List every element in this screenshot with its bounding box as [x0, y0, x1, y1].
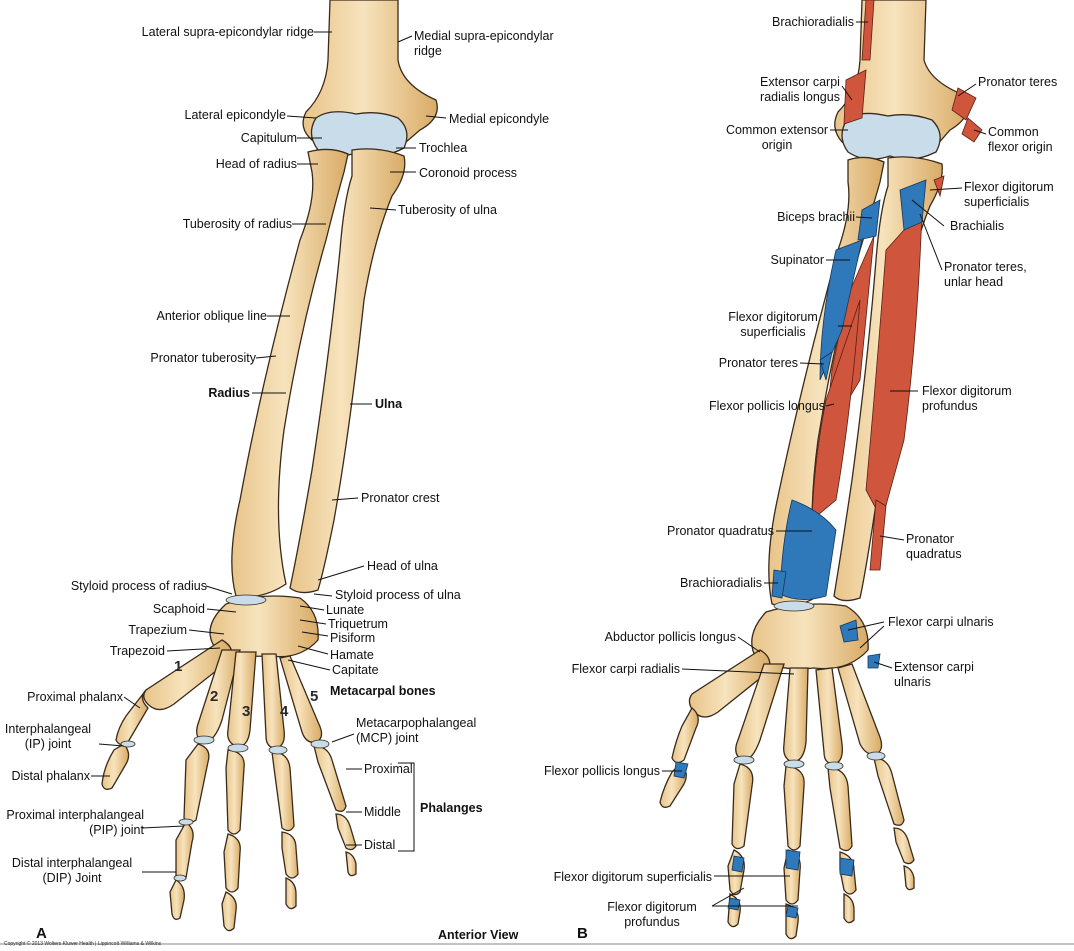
label-scaphoid: Scaphoid	[152, 602, 205, 616]
label-lunate: Lunate	[326, 603, 365, 617]
label-ulna: Ulna	[375, 397, 403, 411]
fcu-insertion	[839, 619, 859, 643]
label-brachioradialis-top: Brachioradialis	[772, 15, 854, 29]
common-flexor-origin	[961, 117, 983, 143]
digit-number-1: 1	[174, 658, 183, 675]
label-pronator-teres-top: Pronator teres	[978, 75, 1058, 89]
label-tuberosity-of-radius: Tuberosity of radius	[182, 217, 292, 231]
label-phalanges: Phalanges	[420, 801, 483, 815]
label-flexor-carpi-ulnaris: Flexor carpi ulnaris	[888, 615, 994, 629]
label-flexor-pollicis-longus-hand: Flexor pollicis longus	[543, 764, 660, 778]
label-abductor-pollicis-longus: Abductor pollicis longus	[604, 630, 736, 644]
label-interphalangeal-ip-joint: Interphalangeal (IP) joint	[4, 722, 92, 751]
fdp-origin	[865, 208, 923, 522]
label-biceps-brachii: Biceps brachii	[777, 210, 855, 224]
label-radius: Radius	[208, 386, 250, 400]
label-brachioradialis-low: Brachioradialis	[680, 576, 762, 590]
digit-number-4: 4	[280, 703, 289, 720]
pronator-quadratus-insertion	[779, 499, 837, 600]
label-trapezium: Trapezium	[128, 623, 187, 637]
label-trapezoid: Trapezoid	[109, 644, 165, 658]
label-dip-joint: Distal interphalangeal (DIP) Joint	[11, 856, 133, 885]
label-extensor-carpi-ulnaris: Extensor carpi ulnaris	[894, 660, 974, 689]
little-finger-b	[837, 663, 883, 755]
label-proximal-phalanx: Proximal phalanx	[27, 690, 123, 704]
brachialis-insertion	[899, 179, 927, 231]
digit-number-2: 2	[210, 688, 219, 705]
label-flexor-digitorum-superficialis-mid: Flexor digitorum superficialis	[728, 310, 818, 339]
label-distal-phalanx: Distal phalanx	[11, 769, 90, 783]
label-pronator-crest: Pronator crest	[361, 491, 440, 505]
leader-lines	[91, 21, 987, 907]
label-pisiform: Pisiform	[330, 631, 376, 645]
pq-ulna-origin	[869, 499, 887, 571]
label-flexor-digitorum-superficialis-hand: Flexor digitorum superficialis	[553, 870, 712, 884]
label-head-of-ulna: Head of ulna	[367, 559, 438, 573]
label-supinator: Supinator	[770, 253, 824, 267]
panel-a-bones	[101, 0, 438, 932]
label-coronoid-process: Coronoid process	[419, 166, 517, 180]
label-flexor-digitorum-profundus: Flexor digitorum profundus	[922, 384, 1012, 413]
label-middle: Middle	[364, 805, 401, 819]
label-head-of-radius: Head of radius	[215, 157, 297, 171]
label-metacarpophalangeal-mcp-joint: Metacarpophalangeal (MCP) joint	[356, 716, 477, 745]
label-pronator-teres-ulnar-head: Pronator teres, unlar head	[944, 260, 1027, 289]
panel-letter-a: A	[36, 925, 47, 942]
label-medial-supra-epicondylar-ridge: Medial supra-epicondylar ridge	[414, 29, 554, 58]
digit-number-3: 3	[242, 703, 251, 720]
label-styloid-process-of-radius: Styloid process of radius	[70, 579, 207, 593]
label-pip-joint: Proximal interphalangeal (PIP) joint	[6, 808, 144, 837]
label-extensor-carpi-radialis-longus: Extensor carpi radialis longus	[760, 75, 840, 104]
label-flexor-carpi-radialis: Flexor carpi radialis	[571, 662, 680, 676]
label-capitulum: Capitulum	[240, 131, 297, 145]
label-lateral-supra-epicondylar-ridge: Lateral supra-epicondylar ridge	[141, 25, 314, 39]
label-lateral-epicondyle: Lateral epicondyle	[184, 108, 286, 122]
label-flexor-pollicis-longus: Flexor pollicis longus	[708, 399, 825, 413]
label-tuberosity-of-ulna: Tuberosity of ulna	[398, 203, 497, 217]
label-proximal: Proximal	[364, 762, 413, 776]
brachioradialis-origin	[861, 0, 875, 61]
label-styloid-process-of-ulna: Styloid process of ulna	[335, 588, 461, 602]
label-capitate: Capitate	[332, 663, 379, 677]
middle-finger-b	[783, 667, 809, 763]
thumb-b	[688, 649, 771, 718]
fpl-origin	[811, 299, 861, 521]
panel-letter-b: B	[577, 925, 588, 942]
pronator-teres-insertion	[819, 351, 833, 381]
label-metacarpal-bones: Metacarpal bones	[330, 684, 436, 698]
carpals-a	[209, 595, 319, 658]
ring-finger-b	[815, 667, 843, 765]
caption-anterior-view: Anterior View	[438, 928, 519, 942]
brachialis-red	[933, 175, 945, 198]
label-common-extensor-origin: Common extensor origin	[725, 123, 829, 152]
label-hamate: Hamate	[330, 648, 374, 662]
panel-b-muscle-origins-red	[811, 0, 983, 571]
label-triquetrum: Triquetrum	[328, 617, 388, 631]
ulna-bone-a	[289, 148, 406, 594]
label-pronator-tuberosity: Pronator tuberosity	[150, 351, 256, 365]
label-pronator-quadratus-right: Pronator quadratus	[906, 532, 962, 561]
label-flexor-digitorum-superficialis-top: Flexor digitorum superficialis	[964, 180, 1054, 209]
label-anterior-oblique-line: Anterior oblique line	[156, 309, 268, 323]
ecrl-origin	[843, 69, 867, 125]
label-medial-epicondyle: Medial epicondyle	[449, 112, 550, 126]
radius-bone-a	[231, 148, 349, 598]
label-pronator-teres-mid: Pronator teres	[718, 356, 798, 370]
label-brachialis: Brachialis	[950, 219, 1005, 233]
label-common-flexor-origin: Common flexor origin	[988, 125, 1053, 154]
biceps-insertion	[857, 199, 881, 241]
copyright-notice: Copyright © 2013 Wolters Kluwer Health |…	[4, 941, 162, 947]
label-distal: Distal	[364, 838, 396, 852]
digit-number-5: 5	[310, 688, 319, 705]
brachioradialis-insertion	[771, 569, 787, 599]
label-flexor-digitorum-profundus-hand: Flexor digitorum profundus	[607, 900, 697, 929]
ecu-insertion	[867, 653, 881, 669]
ring-finger-a	[261, 653, 285, 749]
label-pronator-quadratus-left: Pronator quadratus	[666, 524, 774, 538]
capitulum-trochlea-b	[841, 112, 941, 160]
panel-a-joint-cartilage	[120, 594, 330, 882]
label-trochlea: Trochlea	[419, 141, 468, 155]
panel-b-joint-cartilage	[733, 600, 886, 771]
